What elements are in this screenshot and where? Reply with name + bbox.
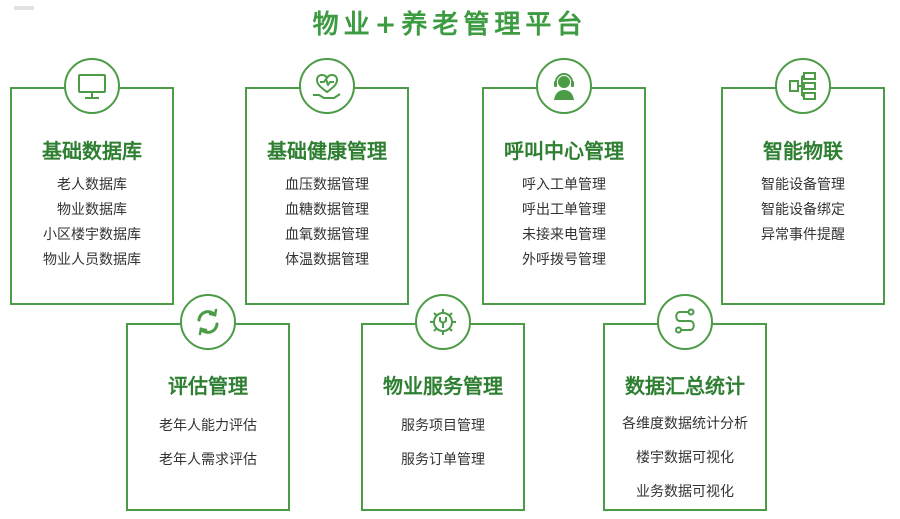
- card-items: 老年人能力评估 老年人需求评估: [128, 409, 288, 477]
- list-item: 老人数据库: [57, 177, 127, 193]
- card-items: 各维度数据统计分析 楼宇数据可视化 业务数据可视化: [605, 407, 765, 509]
- list-item: 体温数据管理: [285, 252, 369, 268]
- refresh-cycle-icon: [180, 294, 236, 350]
- path-flow-icon: [657, 294, 713, 350]
- card-items: 血压数据管理 血糖数据管理 血氧数据管理 体温数据管理: [247, 173, 407, 273]
- card-property-service: 物业服务管理 服务项目管理 服务订单管理: [361, 323, 525, 511]
- card-title: 评估管理: [168, 374, 248, 398]
- list-item: 呼出工单管理: [522, 202, 606, 218]
- card-data-statistics: 数据汇总统计 各维度数据统计分析 楼宇数据可视化 业务数据可视化: [603, 323, 767, 511]
- card-items: 服务项目管理 服务订单管理: [363, 409, 523, 477]
- card-title: 呼叫中心管理: [504, 139, 624, 163]
- list-item: 物业人员数据库: [43, 252, 141, 268]
- list-item: 智能设备管理: [761, 177, 845, 193]
- list-item: 智能设备绑定: [761, 202, 845, 218]
- card-health-management: 基础健康管理 血压数据管理 血糖数据管理 血氧数据管理 体温数据管理: [245, 87, 409, 305]
- list-item: 血氧数据管理: [285, 227, 369, 243]
- list-item: 血糖数据管理: [285, 202, 369, 218]
- heart-hand-icon: [299, 58, 355, 114]
- gear-wrench-icon: [415, 294, 471, 350]
- card-title: 数据汇总统计: [625, 374, 745, 398]
- list-item: 呼入工单管理: [522, 177, 606, 193]
- headset-agent-icon: [536, 58, 592, 114]
- card-items: 呼入工单管理 呼出工单管理 未接来电管理 外呼拨号管理: [484, 173, 644, 273]
- card-title: 物业服务管理: [383, 374, 503, 398]
- list-item: 老年人需求评估: [159, 452, 257, 468]
- list-item: 外呼拨号管理: [522, 252, 606, 268]
- network-device-icon: [775, 58, 831, 114]
- list-item: 未接来电管理: [522, 227, 606, 243]
- page-title: 物业+养老管理平台: [312, 10, 588, 40]
- card-title: 基础数据库: [42, 139, 142, 163]
- list-item: 各维度数据统计分析: [622, 416, 748, 432]
- card-title: 基础健康管理: [267, 139, 387, 163]
- card-smart-iot: 智能物联 智能设备管理 智能设备绑定 异常事件提醒: [721, 87, 885, 305]
- list-item: 血压数据管理: [285, 177, 369, 193]
- card-items: 老人数据库 物业数据库 小区楼宇数据库 物业人员数据库: [12, 173, 172, 273]
- list-item: 小区楼宇数据库: [43, 227, 141, 243]
- list-item: 老年人能力评估: [159, 418, 257, 434]
- card-call-center: 呼叫中心管理 呼入工单管理 呼出工单管理 未接来电管理 外呼拨号管理: [482, 87, 646, 305]
- corner-mark: [14, 6, 34, 10]
- list-item: 异常事件提醒: [761, 227, 845, 243]
- list-item: 服务项目管理: [401, 418, 485, 434]
- card-items: 智能设备管理 智能设备绑定 异常事件提醒: [723, 173, 883, 248]
- list-item: 物业数据库: [57, 202, 127, 218]
- card-title: 智能物联: [763, 139, 843, 163]
- monitor-icon: [64, 58, 120, 114]
- card-basic-database: 基础数据库 老人数据库 物业数据库 小区楼宇数据库 物业人员数据库: [10, 87, 174, 305]
- card-assessment: 评估管理 老年人能力评估 老年人需求评估: [126, 323, 290, 511]
- list-item: 业务数据可视化: [636, 484, 734, 500]
- list-item: 服务订单管理: [401, 452, 485, 468]
- list-item: 楼宇数据可视化: [636, 450, 734, 466]
